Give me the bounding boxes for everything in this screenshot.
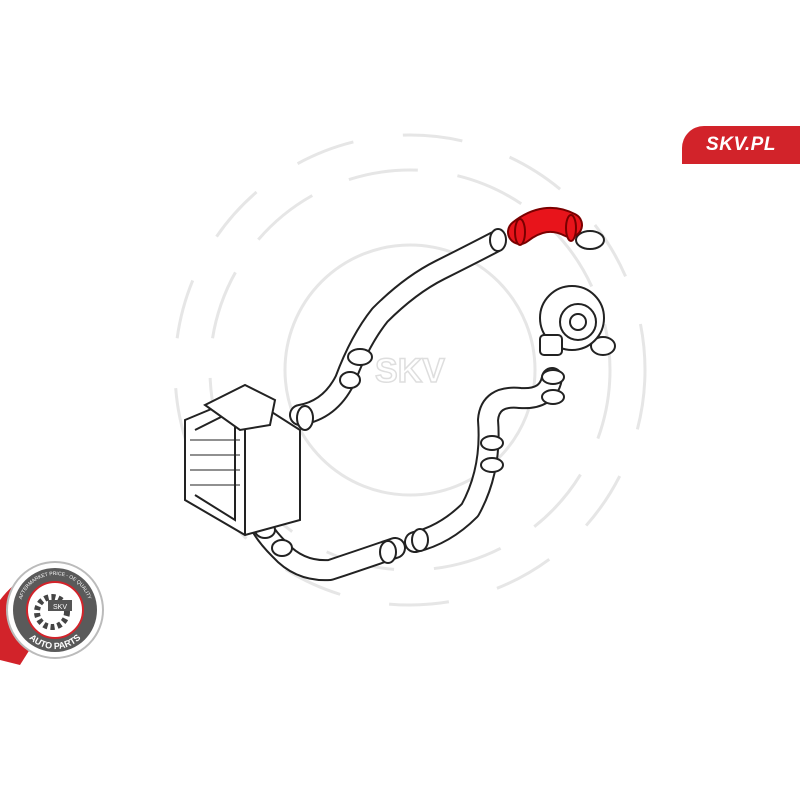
highlighted-hose-part	[507, 206, 583, 246]
intercooler	[184, 383, 301, 537]
intake-hoses	[251, 231, 563, 582]
brand-badge: SKV.PL	[682, 126, 800, 164]
hose-clamps	[254, 228, 616, 564]
turbocharger	[539, 285, 605, 356]
seal-center-text: SKV	[53, 604, 67, 611]
brand-badge-label: SKV.PL	[706, 134, 776, 155]
skv-seal-logo: SKV AFTERMARKET PRICE - OE QUALITY AUTO …	[0, 561, 104, 665]
watermark-gear-icon	[173, 133, 647, 607]
watermark-text: SKV	[375, 352, 445, 390]
